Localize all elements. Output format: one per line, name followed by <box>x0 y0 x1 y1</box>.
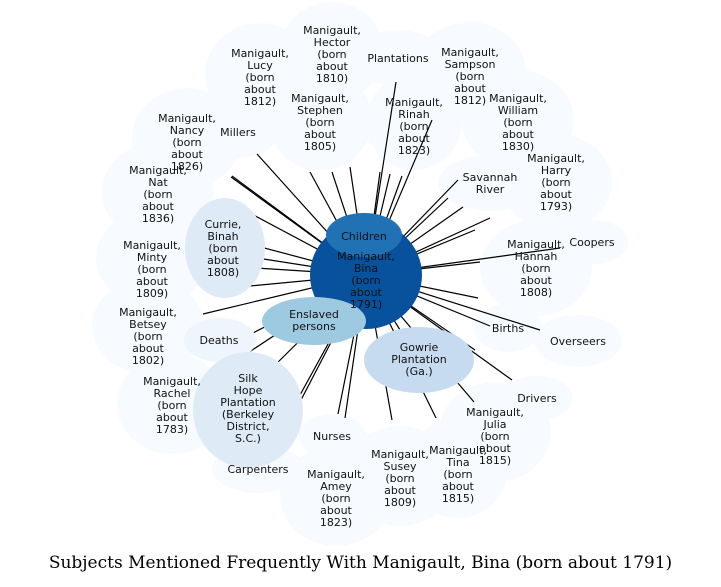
hannah-bubble <box>480 220 592 316</box>
node-bubbles <box>184 198 474 468</box>
amey-bubble <box>280 446 392 546</box>
silk-hope-plantation-bubble[interactable] <box>193 352 303 468</box>
overseers-bubble <box>534 315 622 367</box>
births-label: Births <box>492 322 524 335</box>
minty-bubble <box>96 210 208 306</box>
overseers-label: Overseers <box>550 335 606 348</box>
harry-bubble <box>500 134 612 230</box>
carpenters-label: Carpenters <box>228 463 289 476</box>
currie-binah-bubble[interactable] <box>185 198 265 298</box>
plantations-label: Plantations <box>367 52 429 65</box>
children-label: Children <box>341 230 387 243</box>
coopers-label: Coopers <box>569 236 614 249</box>
enslaved-persons-bubble[interactable] <box>262 297 366 345</box>
gowrie-plantation-bubble[interactable] <box>364 327 474 393</box>
stephen-bubble <box>268 70 372 170</box>
children-bubble[interactable] <box>326 213 402 257</box>
nurses-label: Nurses <box>313 430 351 443</box>
deaths-label: Deaths <box>200 334 239 347</box>
pale-bubbles <box>92 2 628 546</box>
betsey-bubble <box>92 278 204 374</box>
rinah-bubble <box>366 74 462 170</box>
drivers-label: Drivers <box>517 392 557 405</box>
diagram-caption: Subjects Mentioned Frequently With Manig… <box>48 553 673 573</box>
millers-label: Millers <box>220 126 256 139</box>
tina-bubble <box>408 418 508 518</box>
deaths-bubble[interactable] <box>184 318 256 362</box>
births-bubble <box>474 304 542 352</box>
nurses-bubble <box>298 414 366 458</box>
